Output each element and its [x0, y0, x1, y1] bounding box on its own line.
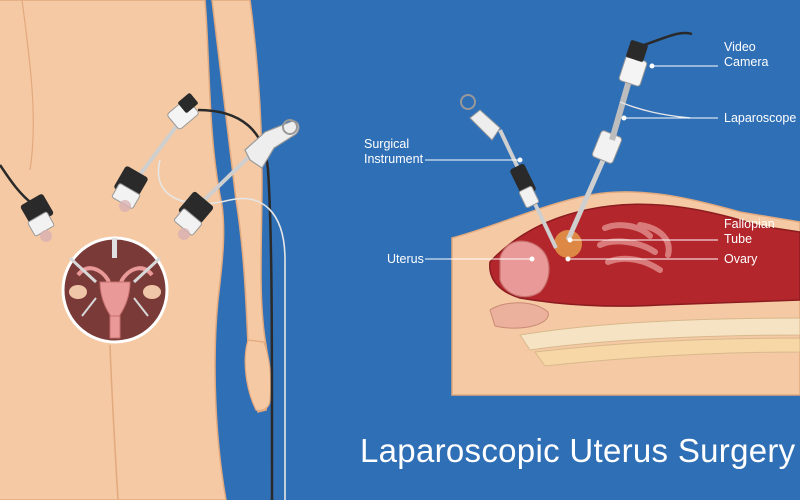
thigh-gap: [109, 344, 119, 500]
camera-cable: [197, 108, 274, 500]
waist-line-left: [21, 0, 34, 171]
label-ovary: Ovary: [724, 252, 758, 266]
hand: [244, 339, 272, 412]
lower-band-2: [534, 337, 800, 367]
label-laparoscope: Laparoscope: [724, 111, 797, 125]
label-fallopian-tube: Fallopian Tube: [724, 217, 775, 247]
bowel-loops: [597, 222, 672, 273]
frontal-body-view: [0, 0, 300, 500]
light-glow: [554, 230, 582, 258]
label-video-camera: Video Camera: [724, 40, 768, 70]
diagram-title: Laparoscopic Uterus Surgery: [360, 432, 796, 469]
label-video-camera-line1: Video: [724, 40, 756, 54]
label-uterus: Uterus: [387, 252, 424, 266]
uterus-organ: [499, 240, 550, 298]
label-fallopian-tube-line1: Fallopian: [724, 217, 775, 231]
lower-band-1: [519, 317, 800, 351]
label-fallopian-tube-line2: Tube: [724, 232, 753, 246]
trocar-right: [173, 119, 300, 240]
light-cable: [157, 159, 286, 500]
leader-lines: [425, 63, 718, 262]
label-surgical-instrument: Surgical Instrument: [364, 137, 423, 167]
bladder: [489, 302, 549, 329]
trocar-camera: [111, 93, 199, 212]
abdominal-cavity: [489, 203, 800, 307]
sagittal-view: [451, 31, 800, 396]
uterus-inset: [61, 236, 169, 344]
label-video-camera-line2: Camera: [724, 55, 769, 69]
label-surgical-instrument-line2: Instrument: [364, 152, 424, 166]
laparoscope-instrument: [565, 31, 693, 242]
surgical-instrument-tool: [460, 94, 558, 249]
trocar-left: [20, 194, 55, 242]
label-surgical-instrument-line1: Surgical: [364, 137, 410, 151]
